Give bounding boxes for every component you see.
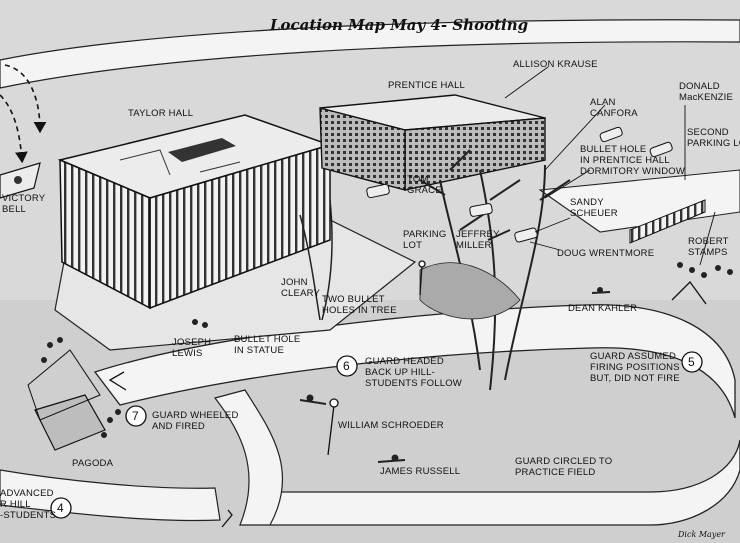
pagoda-structure <box>34 394 106 451</box>
label-doug-wrentmore: DOUG WRENTMORE <box>557 248 654 259</box>
walkway-diagonal <box>213 389 284 526</box>
step-marker-7: 7 <box>125 405 147 427</box>
north-street <box>0 19 740 89</box>
lamp-posts <box>327 260 426 456</box>
walkway-upper <box>93 304 736 419</box>
step-number-7: 7 <box>132 409 139 423</box>
walkway-lower <box>269 439 740 526</box>
step-marker-5: 5 <box>681 351 703 373</box>
artist-signature: Dick Mayer <box>677 530 726 539</box>
cars <box>366 126 673 243</box>
route-arrows <box>0 64 707 528</box>
label-allison-krause: ALLISON KRAUSE <box>513 59 598 70</box>
label-prentice-hall: PRENTICE HALL <box>388 80 465 91</box>
step-marker-4: 4 <box>50 497 72 519</box>
step-number-4: 4 <box>57 501 64 515</box>
trees <box>299 149 571 391</box>
label-dean-kahler: DEAN KAHLER <box>568 303 637 314</box>
figures <box>41 262 733 463</box>
step-marker-6: 6 <box>336 355 358 377</box>
step-number-6: 6 <box>343 359 350 373</box>
pagoda-roof <box>27 349 101 421</box>
leader-lines <box>504 66 716 266</box>
prentice-hall-building <box>319 94 546 191</box>
label-pagoda: PAGODA <box>72 458 114 469</box>
step-number-5: 5 <box>688 355 695 369</box>
map-title: Location Map May 4- Shooting <box>269 16 528 34</box>
victory-bell <box>0 162 41 199</box>
label-james-russell: JAMES RUSSELL <box>380 466 460 477</box>
fence <box>629 199 706 244</box>
label-taylor-hall: TAYLOR HALL <box>128 108 193 119</box>
label-william-schroeder: WILLIAM SCHROEDER <box>338 420 444 431</box>
taylor-hall-building <box>57 114 333 310</box>
